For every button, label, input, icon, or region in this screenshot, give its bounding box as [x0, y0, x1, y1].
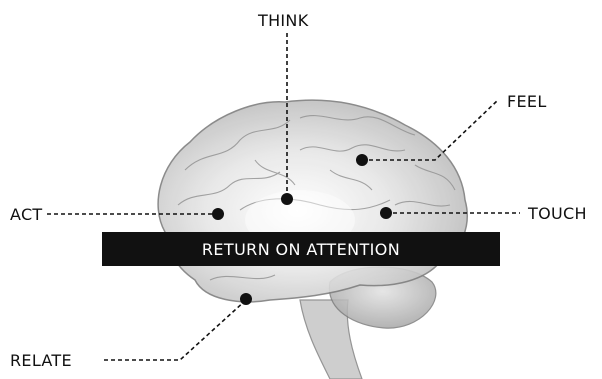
dot-touch	[380, 207, 392, 219]
dot-act	[212, 208, 224, 220]
dot-relate	[240, 293, 252, 305]
label-feel: FEEL	[507, 94, 547, 110]
label-touch: TOUCH	[528, 206, 587, 222]
banner-text: RETURN ON ATTENTION	[202, 240, 400, 259]
connector-relate	[104, 300, 246, 360]
dot-think	[281, 193, 293, 205]
return-on-attention-banner: RETURN ON ATTENTION	[102, 232, 500, 266]
label-think: THINK	[258, 13, 308, 29]
label-act: ACT	[10, 207, 43, 223]
label-relate: RELATE	[10, 353, 72, 369]
dot-feel	[356, 154, 368, 166]
